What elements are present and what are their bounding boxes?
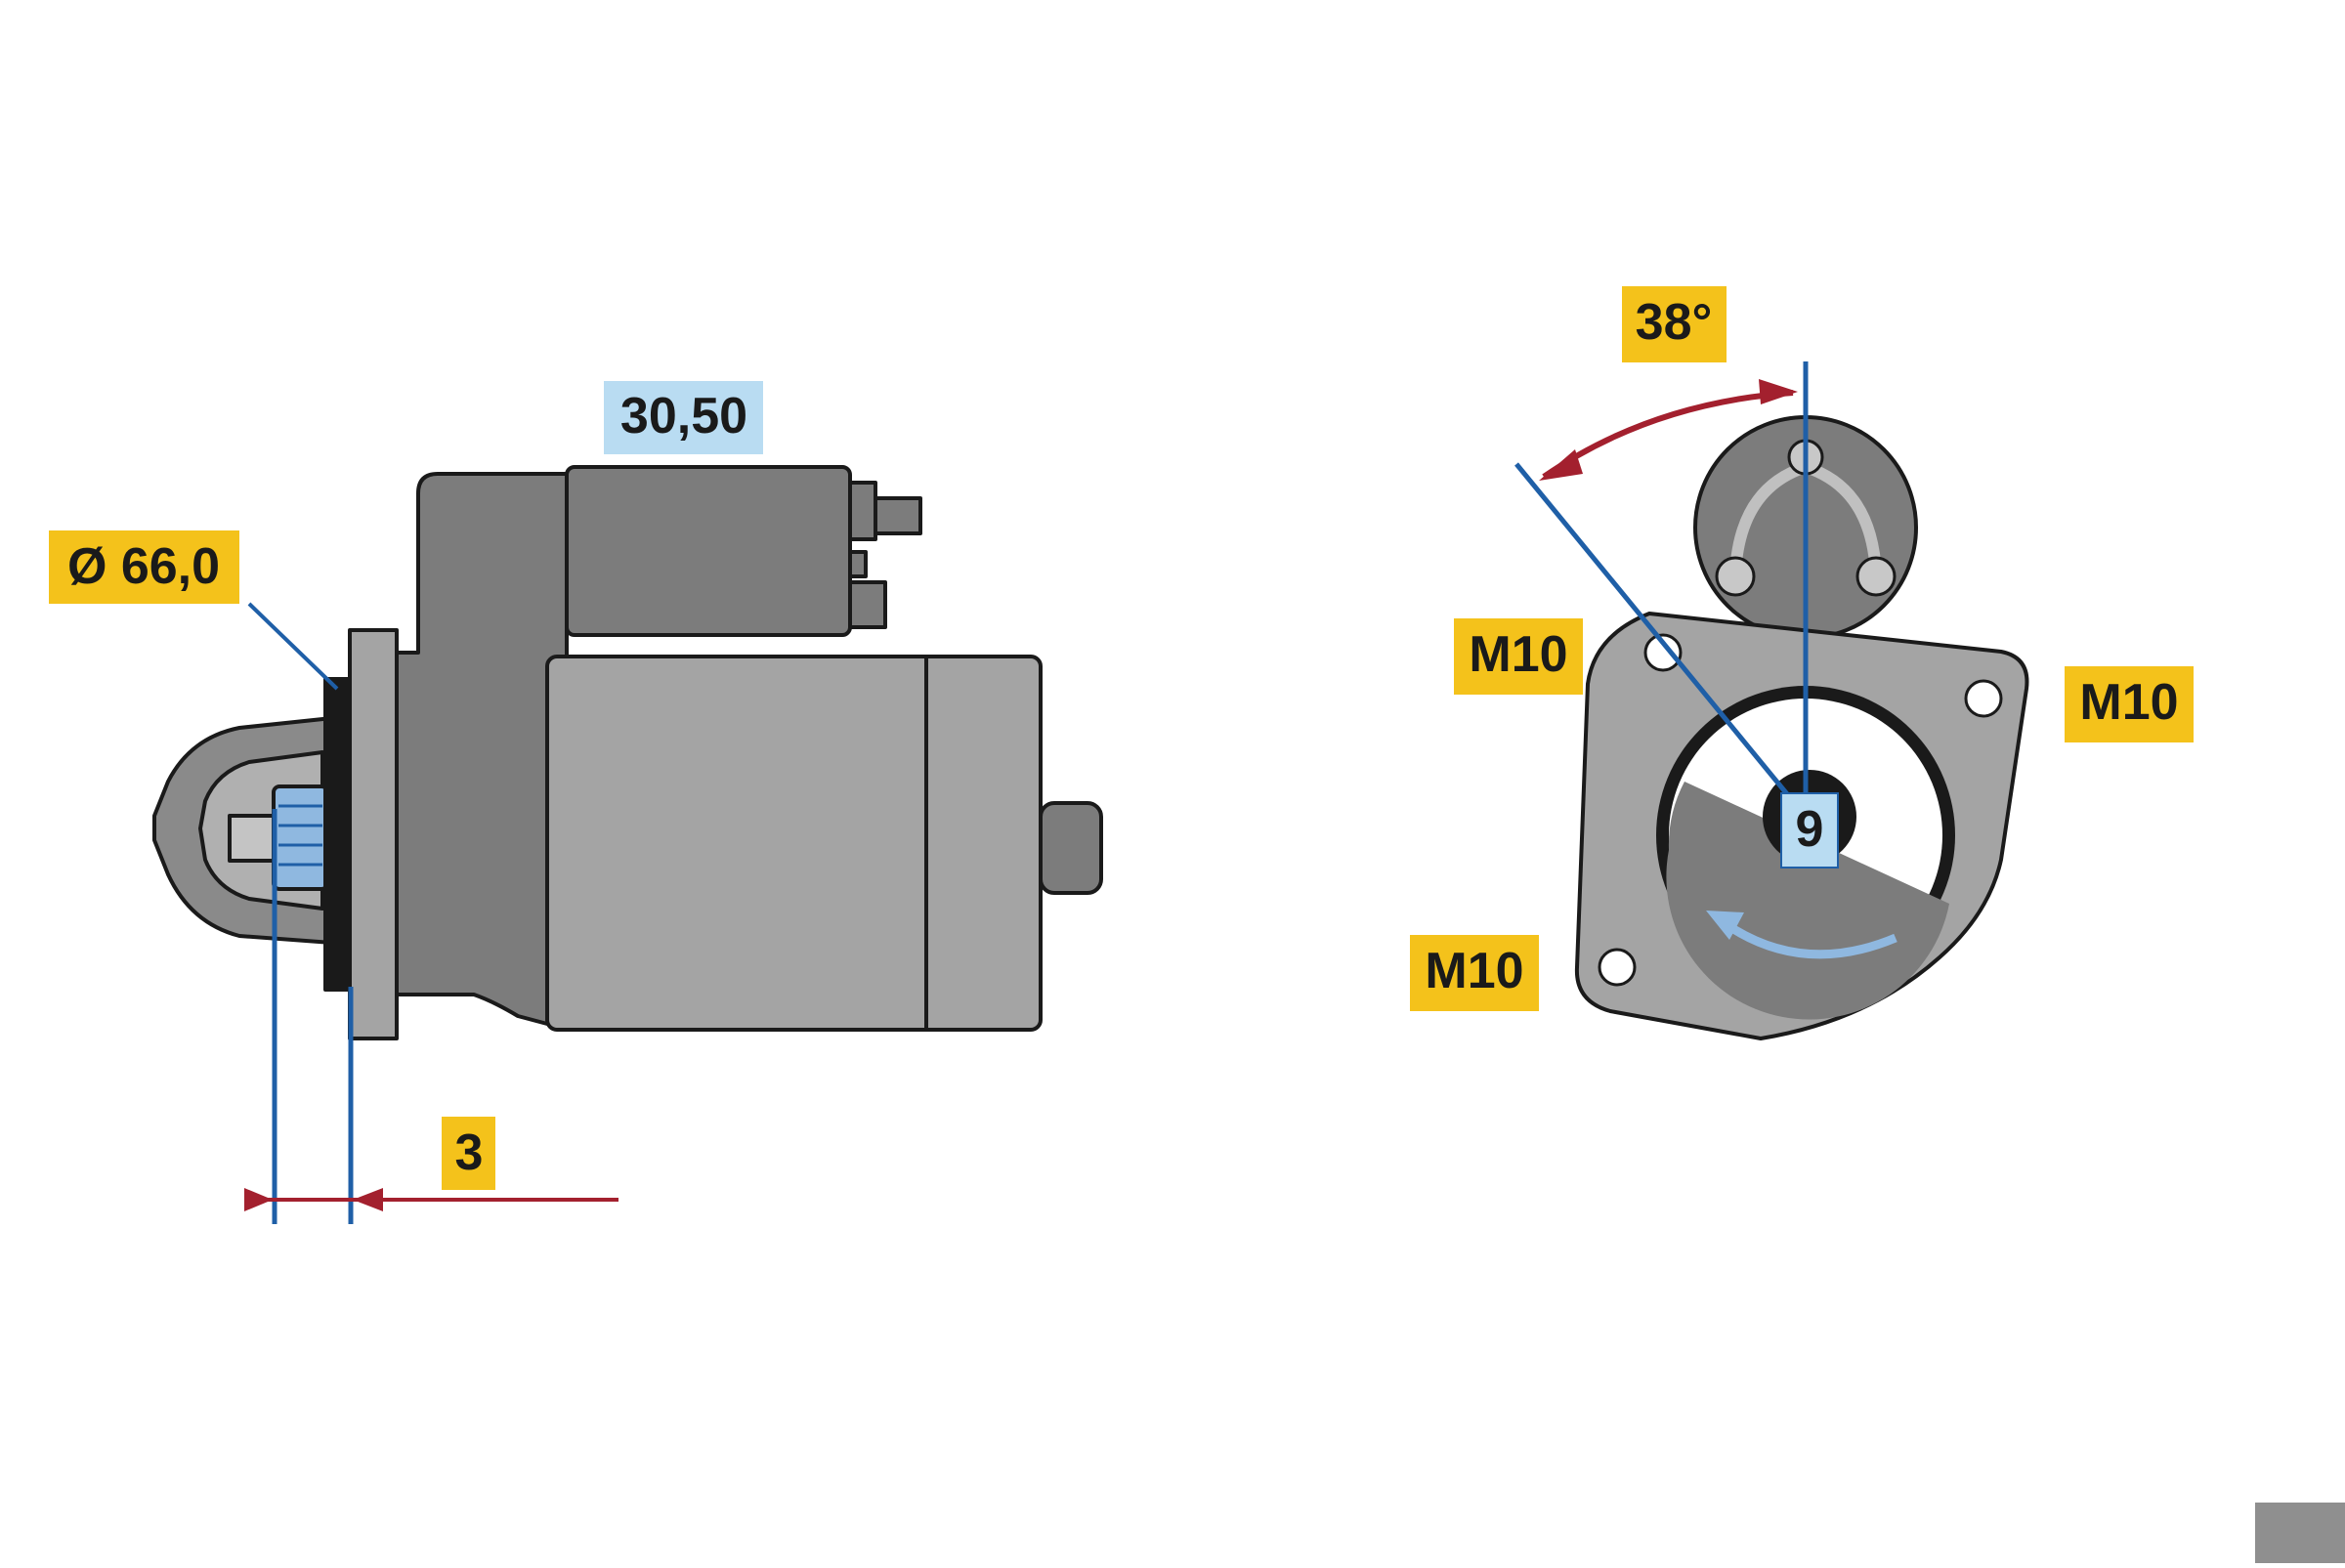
drive-opening-shaded xyxy=(1666,782,1949,1020)
svg-text:38°: 38° xyxy=(1636,294,1713,351)
commutator-end-cap xyxy=(1039,801,1103,895)
bolt-hole-top-left xyxy=(1643,633,1683,672)
offset-arrow-left xyxy=(244,1188,273,1211)
motor-body xyxy=(545,655,1043,1032)
label-bolt-right: M10 xyxy=(2065,666,2194,742)
label-bolt-top-left: M10 xyxy=(1454,618,1583,695)
label-solenoid-length: 30,50 xyxy=(604,381,763,454)
bolt-hole-bottom-left xyxy=(1598,948,1637,987)
angle-arc-arrow-left xyxy=(1539,449,1583,481)
side-view-dimensions xyxy=(244,602,618,1224)
svg-text:30,50: 30,50 xyxy=(620,388,747,445)
starter-front-view xyxy=(1574,415,2029,1040)
svg-text:9: 9 xyxy=(1796,801,1824,858)
svg-text:3: 3 xyxy=(455,1124,484,1181)
solenoid-terminal-hole-left xyxy=(1715,556,1756,597)
starter-side-view xyxy=(152,465,1103,1040)
rotation-direction-arrow xyxy=(1722,919,1897,959)
svg-text:Ø 66,0: Ø 66,0 xyxy=(67,538,220,595)
mounting-flange xyxy=(348,628,399,1040)
bolt-hole-right xyxy=(1964,679,2003,718)
label-bolt-bottom-left: M10 xyxy=(1410,935,1539,1011)
label-diameter: Ø 66,0 xyxy=(49,530,239,604)
label-pinion-offset: 3 xyxy=(442,1117,495,1190)
label-pinion-teeth: 9 xyxy=(1780,792,1839,869)
svg-text:M10: M10 xyxy=(1469,626,1567,683)
angle-arc-arrow-right xyxy=(1759,379,1798,404)
gear-housing xyxy=(395,472,569,1027)
svg-text:M10: M10 xyxy=(2079,674,2178,731)
solenoid-terminal-bottom xyxy=(848,580,887,629)
front-view-dimensions xyxy=(1514,361,1809,819)
angled-ref-line xyxy=(1514,462,1808,819)
solenoid xyxy=(565,465,852,637)
solenoid-terminal-hole-right xyxy=(1855,556,1897,597)
diameter-leader xyxy=(247,602,339,691)
svg-text:M10: M10 xyxy=(1425,943,1523,999)
solenoid-terminal-top xyxy=(848,481,877,541)
offset-arrow-right xyxy=(353,1188,383,1211)
pinion-gear xyxy=(272,784,329,891)
rotation-arrow-head xyxy=(1706,911,1744,940)
corner-box xyxy=(2255,1503,2345,1563)
label-mount-angle: 38° xyxy=(1622,286,1727,362)
solenoid-terminal-mid xyxy=(848,550,868,578)
solenoid-terminal-top-bolt xyxy=(874,496,922,535)
